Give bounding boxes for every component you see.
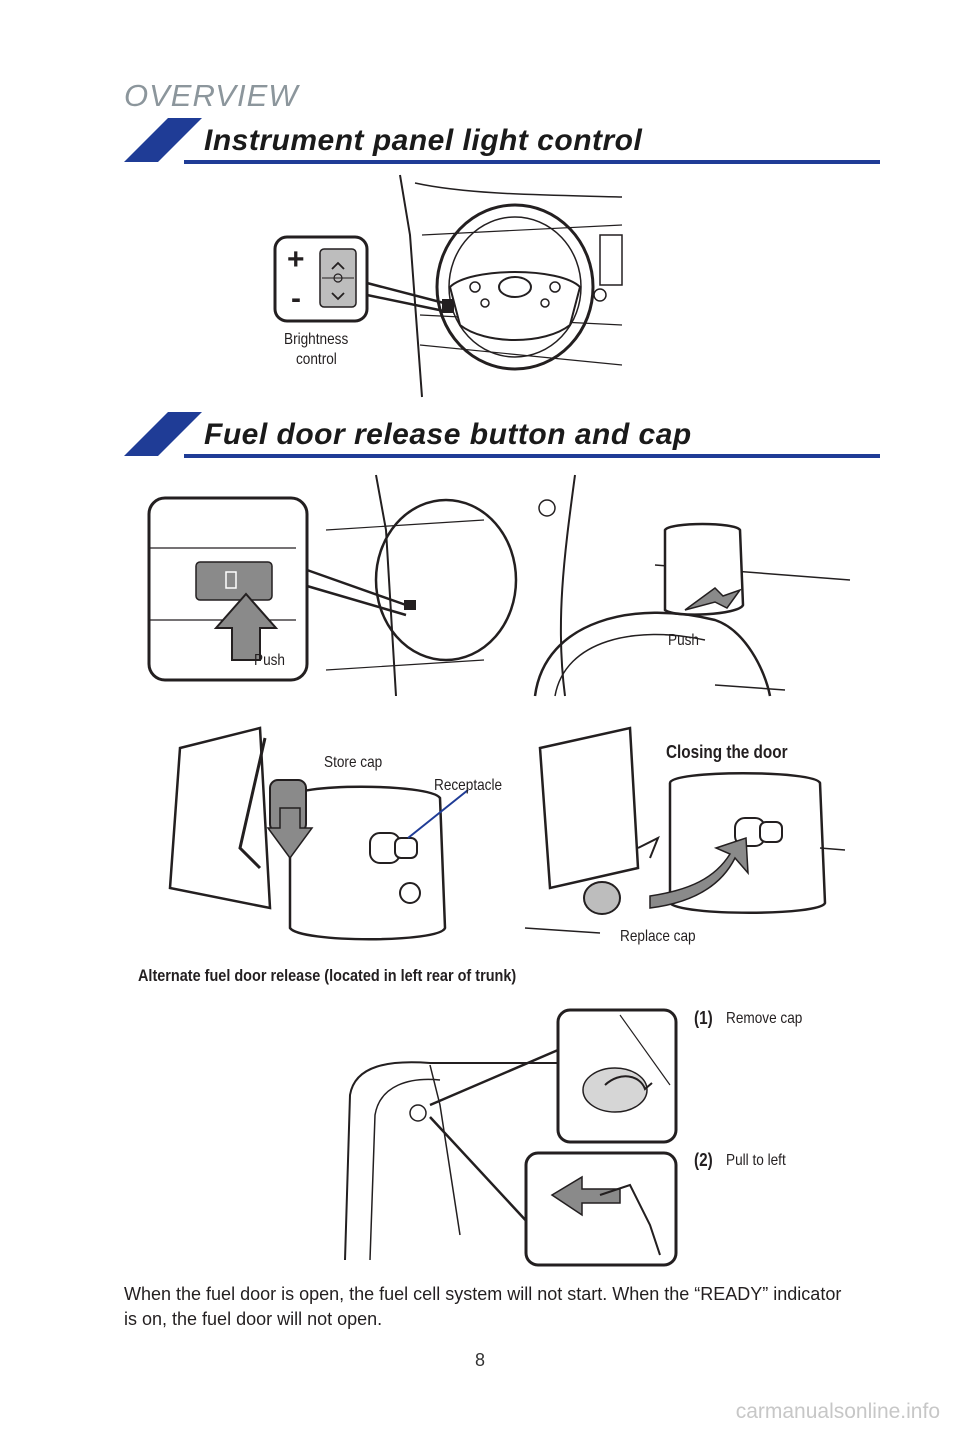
section-header: OVERVIEW [124, 78, 299, 113]
fuel-door-note: When the fuel door is open, the fuel cel… [124, 1284, 842, 1329]
section-banner-1 [124, 118, 880, 164]
store-cap-label: Store cap [324, 754, 383, 771]
closing-door-illustration [524, 726, 846, 934]
brightness-plus: + [287, 243, 305, 276]
replace-cap-label: Replace cap [620, 928, 696, 945]
section-banner-2 [124, 412, 880, 458]
store-cap-illustration [168, 726, 469, 941]
trunk-illustration [344, 1008, 678, 1267]
brightness-control-label-1: Brightness [284, 331, 349, 348]
brightness-minus: - [291, 282, 301, 315]
section-title-panel-light: Instrument panel light control [204, 124, 643, 157]
alternate-release-heading: Alternate fuel door release (located in … [138, 966, 517, 985]
watermark: carmanualsonline.info [735, 1400, 940, 1423]
push-button-label: Push [254, 652, 285, 669]
instrument-panel-illustration [273, 174, 623, 398]
step1-text: Remove cap [726, 1010, 803, 1027]
step2-text: Pull to left [726, 1152, 786, 1169]
push-door-label: Push [668, 632, 699, 649]
closing-door-label: Closing the door [666, 742, 788, 762]
brightness-control-label-2: control [296, 351, 337, 368]
section-title-fuel-door: Fuel door release button and cap [204, 418, 692, 451]
page-number: 8 [474, 1350, 485, 1370]
step2-number: (2) [694, 1150, 713, 1170]
step1-number: (1) [694, 1008, 713, 1028]
receptacle-label: Receptacle [434, 777, 503, 794]
fuel-release-button-illustration [147, 474, 518, 697]
fuel-door-exterior-illustration [533, 474, 851, 697]
